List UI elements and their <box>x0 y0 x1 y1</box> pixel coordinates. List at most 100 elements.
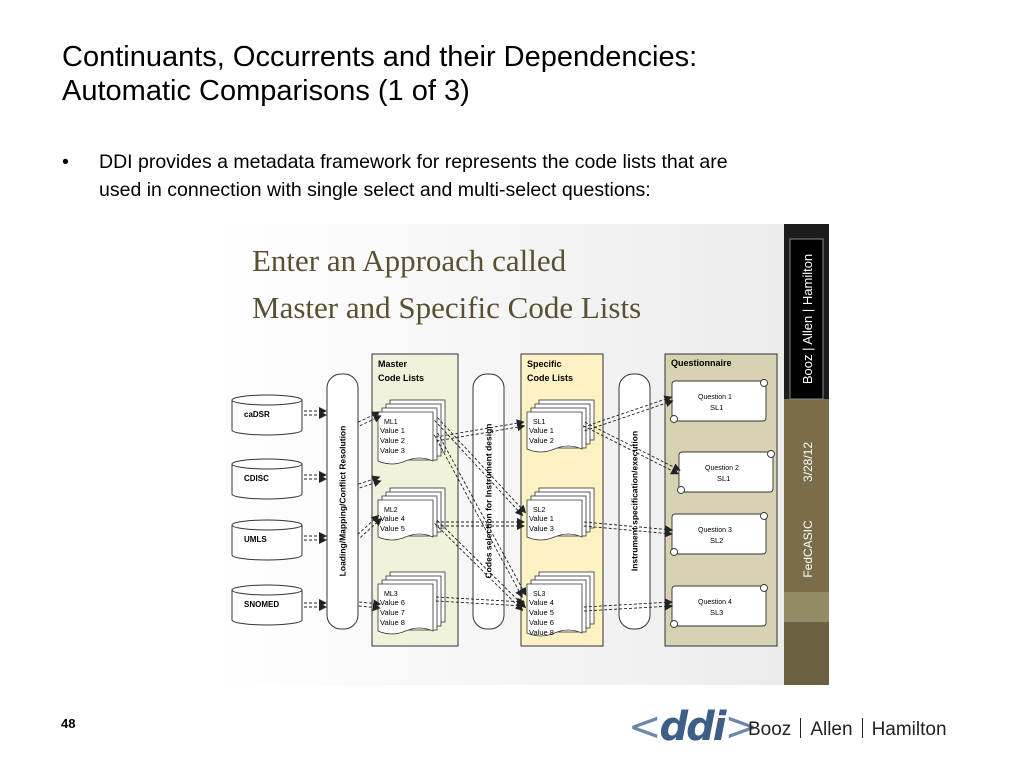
process-pill <box>618 373 651 630</box>
diagram-heading-line-1: Enter an Approach called <box>252 243 567 278</box>
master-panel-title-line-2: Code Lists <box>378 373 424 383</box>
document-name: SL3 <box>533 591 546 598</box>
document-value: Value 5 <box>529 608 554 617</box>
diagram-heading-line-2: Master and Specific Code Lists <box>252 290 641 325</box>
document-value: Value 4 <box>380 514 405 523</box>
questionnaire-panel-title: Questionnaire <box>671 358 732 368</box>
document-value: Value 4 <box>529 598 554 607</box>
question-scroll-3: Question 3 SL2 <box>670 512 768 556</box>
document-value: Value 2 <box>380 436 405 445</box>
cylinder-top <box>231 394 303 406</box>
process-pill <box>326 373 359 630</box>
scroll-curl <box>670 620 678 628</box>
ddi-logo: <ddi> <box>628 704 758 750</box>
cylinder-top <box>231 584 303 596</box>
document-value: Value 1 <box>380 426 405 435</box>
source-cylinder: CDISC <box>231 458 303 500</box>
document-value: Value 8 <box>529 628 554 637</box>
bullet-symbol: • <box>62 151 69 173</box>
bullet-text-line-2: used in connection with single select an… <box>99 179 651 201</box>
sidebar-band: Booz | Allen | Hamilton 3/28/12 FedCASIC <box>784 224 829 685</box>
question-name: Question 3 <box>698 527 732 534</box>
source-label: SNOMED <box>244 600 279 609</box>
document-front <box>377 411 434 465</box>
cylinder-body <box>231 464 303 500</box>
source-cylinder: SNOMED <box>231 584 303 626</box>
document-value: Value 7 <box>380 608 405 617</box>
question-list-ref: SL1 <box>717 474 730 483</box>
document-value: Value 3 <box>529 524 554 533</box>
document-value: Value 6 <box>380 598 405 607</box>
flow-arrow <box>584 421 681 471</box>
question-list-ref: SL3 <box>710 608 723 617</box>
flow-arrow <box>358 475 381 485</box>
process-label: Codes selection for Instrument design <box>484 424 494 579</box>
flow-arrows <box>304 395 681 612</box>
scroll-body <box>671 585 767 627</box>
scroll-curl <box>670 415 678 423</box>
sidebar-event: FedCASIC <box>801 520 815 578</box>
flow-arrow <box>584 399 674 432</box>
flow-arrow <box>357 411 381 423</box>
sidebar-date: 3/28/12 <box>801 442 815 482</box>
slide-title-line-2: Automatic Comparisons (1 of 3) <box>62 75 470 107</box>
document-value: Value 3 <box>380 446 405 455</box>
flow-arrow <box>437 520 527 609</box>
process-pill <box>472 373 505 630</box>
flow-arrow <box>434 523 524 612</box>
document-front <box>377 499 434 541</box>
question-name: Question 4 <box>698 599 732 606</box>
source-cylinder: UMLS <box>231 519 303 561</box>
cylinder-top <box>231 458 303 470</box>
flow-arrow <box>359 479 382 489</box>
flow-arrow <box>437 417 527 514</box>
document-name: ML1 <box>384 419 398 426</box>
flow-arrow <box>433 434 523 598</box>
document-value: Value 5 <box>380 524 405 533</box>
flow-arrow <box>359 415 382 427</box>
question-scroll-2: Question 2 SL1 <box>677 450 775 494</box>
document-name: ML2 <box>384 507 398 514</box>
scroll-curl <box>760 584 768 592</box>
scroll-curl <box>670 548 678 556</box>
source-cylinders: caDSR CDISC UMLS SNOMED <box>231 394 303 626</box>
sidebar-brand-text: Booz | Allen | Hamilton <box>800 254 815 384</box>
scroll-body <box>671 380 767 422</box>
flow-arrow <box>583 395 673 428</box>
cylinder-body <box>231 400 303 436</box>
question-name: Question 2 <box>705 465 739 472</box>
question-list-ref: SL2 <box>710 536 723 545</box>
specific-panel-title-line-1: Specific <box>527 359 562 369</box>
process-label: Loading/Mapping/Conflict Resolution <box>338 426 348 577</box>
question-scroll-4: Question 4 SL3 <box>670 584 768 628</box>
flow-arrow <box>582 425 679 475</box>
scroll-curl <box>767 450 775 458</box>
master-panel-title-line-1: Master <box>378 359 408 369</box>
source-label: CDISC <box>244 474 269 483</box>
bullet-text-line-1: DDI provides a metadata framework for re… <box>99 151 728 173</box>
scroll-curl <box>677 486 685 494</box>
scroll-curl <box>760 512 768 520</box>
scroll-body <box>671 513 767 555</box>
code-lists-diagram: Booz | Allen | Hamilton 3/28/12 FedCASIC… <box>214 224 829 685</box>
document-front <box>526 583 583 637</box>
flow-arrow <box>437 432 527 596</box>
document-value: Value 2 <box>529 436 554 445</box>
document-value: Value 6 <box>529 618 554 627</box>
flow-arrow <box>358 603 381 612</box>
source-cylinder: caDSR <box>231 394 303 436</box>
flow-arrow <box>434 420 524 517</box>
slide-title-line-1: Continuants, Occurrents and their Depend… <box>62 41 698 73</box>
question-list-ref: SL1 <box>710 403 723 412</box>
